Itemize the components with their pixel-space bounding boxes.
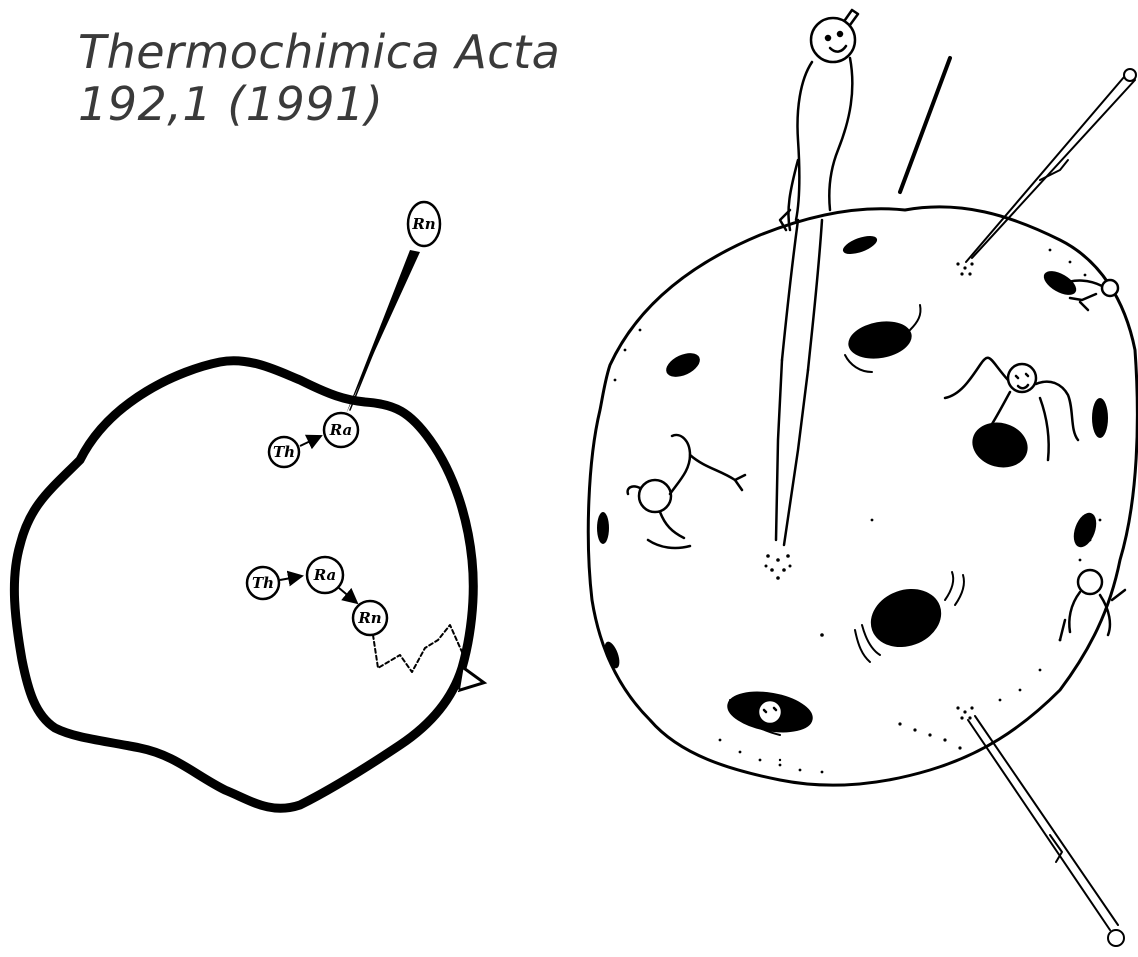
th-atom-label-interior: Th	[252, 574, 274, 592]
pit	[863, 579, 950, 656]
ra-atom-label: Ra	[329, 421, 353, 439]
pit	[1040, 266, 1080, 300]
impact-sparkle-center	[765, 554, 792, 580]
rn-escaped-atom-label: Rn	[411, 215, 435, 233]
pit	[662, 348, 703, 381]
pit	[602, 640, 623, 670]
surface-pits	[597, 232, 1108, 670]
impact-sparkle-upper	[956, 262, 973, 275]
ra-atom-label-interior: Ra	[313, 566, 337, 584]
right-grain-cartoon	[588, 10, 1137, 946]
decay-arrow	[300, 436, 321, 446]
escaping-figure-upper-right	[966, 69, 1136, 262]
motion-streak	[900, 58, 950, 192]
interior-decay-chain: Th Ra Rn	[247, 557, 480, 682]
escaping-figure-top	[776, 10, 858, 545]
rn-atom-label-interior: Rn	[357, 609, 381, 627]
left-grain: Th Ra Rn Th Ra Rn	[14, 202, 480, 808]
impact-sparkle-lower	[956, 706, 973, 719]
surface-stipple	[614, 249, 1102, 774]
pit-motion-marks	[730, 305, 964, 735]
pit	[845, 317, 914, 364]
pit	[841, 232, 880, 257]
left-grain-outline	[14, 361, 473, 809]
th-atom-label: Th	[273, 443, 295, 461]
decay-arrow-interior	[280, 576, 302, 580]
recoil-trail	[346, 250, 420, 414]
pit	[967, 417, 1032, 474]
decay-arrow-interior-2	[339, 588, 357, 603]
escaping-figure-lower-right	[968, 716, 1124, 946]
peeking-figure-bottom	[726, 687, 815, 737]
pit	[1092, 398, 1108, 438]
pit	[597, 512, 609, 544]
climbing-figure-left	[628, 435, 745, 548]
pit	[1069, 510, 1100, 551]
